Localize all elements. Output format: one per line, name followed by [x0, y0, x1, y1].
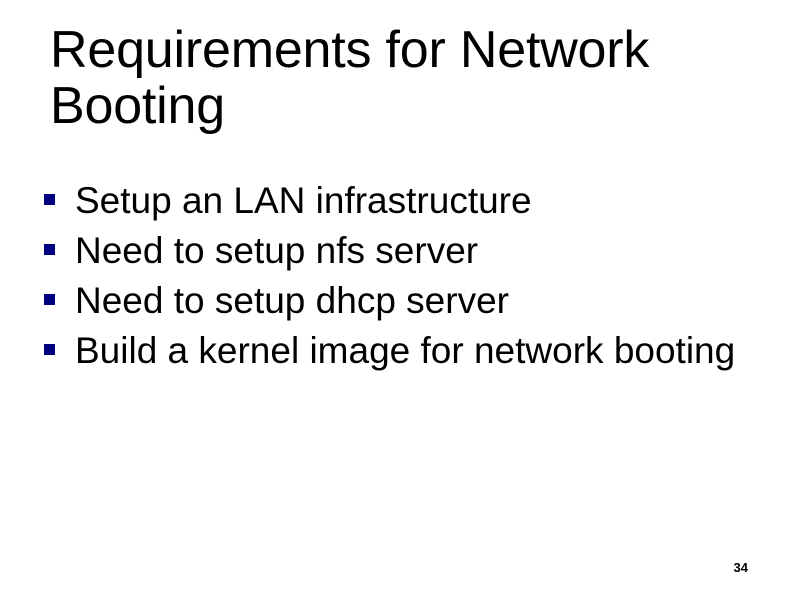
list-item-label: Need to setup dhcp server: [75, 280, 509, 321]
list-item-label: Build a kernel image for network booting: [75, 330, 736, 371]
list-item: Setup an LAN infrastructure: [44, 176, 764, 226]
square-bullet-icon: [44, 294, 55, 305]
list-item: Need to setup dhcp server: [44, 276, 764, 326]
square-bullet-icon: [44, 344, 55, 355]
bullet-list: Setup an LAN infrastructure Need to setu…: [44, 176, 764, 376]
list-item-label: Need to setup nfs server: [75, 230, 479, 271]
square-bullet-icon: [44, 194, 55, 205]
list-item: Need to setup nfs server: [44, 226, 764, 276]
page-number: 34: [733, 560, 748, 575]
square-bullet-icon: [44, 244, 55, 255]
list-item-label: Setup an LAN infrastructure: [75, 180, 532, 221]
page-title: Requirements for Network Booting: [50, 21, 650, 135]
list-item: Build a kernel image for network booting: [44, 326, 764, 376]
